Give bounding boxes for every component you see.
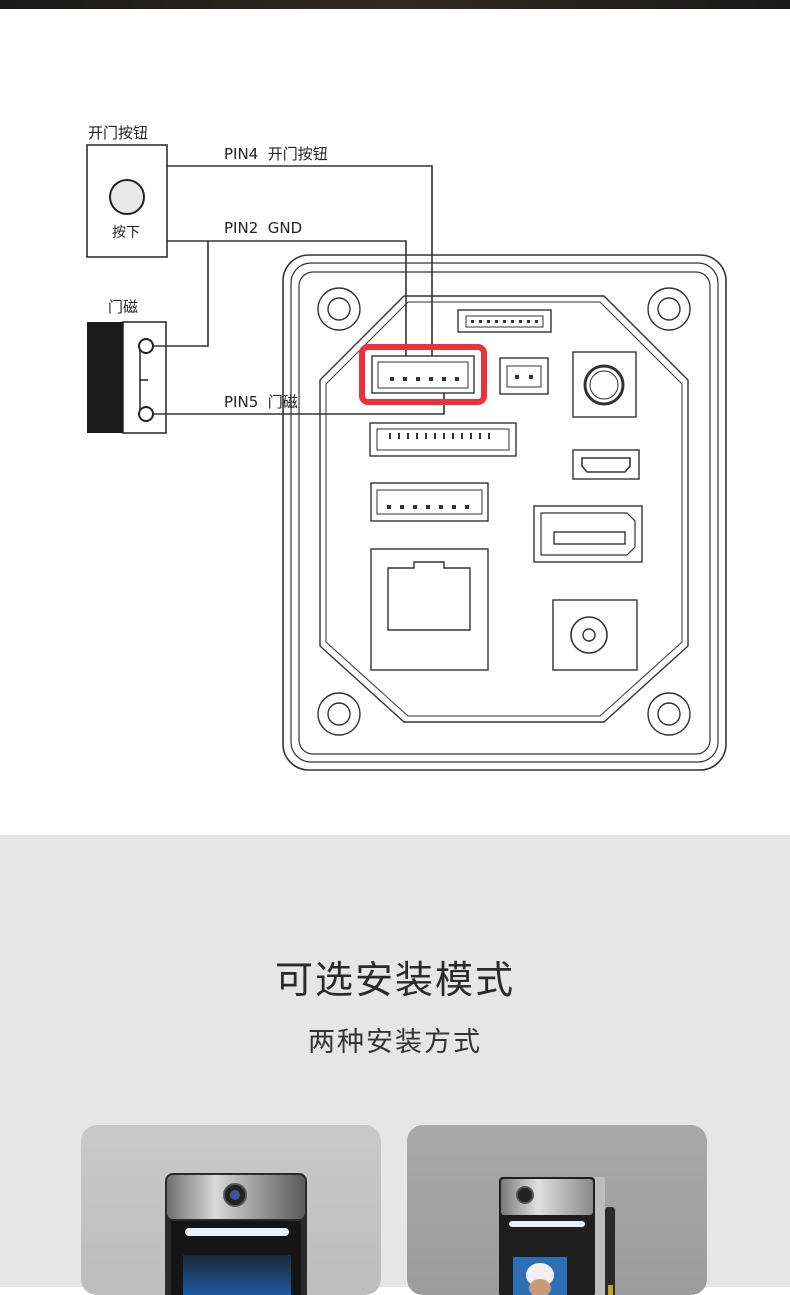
section-title: 可选安装模式 xyxy=(274,958,515,1002)
install-mode-section: 可选安装模式 两种安装方式 xyxy=(0,835,790,1295)
door-sensor-magnet xyxy=(87,322,123,433)
screw-holes xyxy=(317,287,691,736)
hdmi-port-icon xyxy=(572,449,640,480)
wall-mounted-terminal-image xyxy=(165,1173,307,1295)
seven-pin-connector xyxy=(370,482,489,522)
device-back-panel xyxy=(282,254,727,771)
button-press-label: 按下 xyxy=(112,225,140,241)
two-pin-connector xyxy=(499,357,549,395)
round-button-socket xyxy=(572,351,637,418)
top-pin-header xyxy=(457,309,552,333)
sensor-terminal-bottom xyxy=(138,406,154,422)
button-box-title: 开门按钮 xyxy=(88,124,148,142)
section-subtitle: 两种安装方式 xyxy=(308,1027,482,1058)
install-card-wall-mounted xyxy=(81,1125,381,1295)
wire-pin2-label: PIN2 GND xyxy=(224,219,302,237)
six-pin-connector xyxy=(371,355,475,394)
top-decor-bar xyxy=(0,0,790,9)
push-button-icon xyxy=(109,179,145,215)
install-card-turnstile-mounted xyxy=(407,1125,707,1295)
turnstile-mounted-terminal-image xyxy=(499,1177,615,1295)
highlighted-connector-frame xyxy=(359,344,487,405)
wiring-diagram: 开门按钮 按下 门磁 PIN4 开门按钮 PIN2 GND PIN5 门磁 xyxy=(86,124,727,771)
ethernet-port-icon xyxy=(370,548,489,671)
door-sensor-title: 门磁 xyxy=(108,298,138,316)
usb-port-icon xyxy=(533,505,643,563)
sensor-terminal-top xyxy=(138,338,154,354)
long-fpc-connector xyxy=(369,422,517,457)
wire-pin4-label: PIN4 开门按钮 xyxy=(224,145,328,163)
dc-power-jack-icon xyxy=(552,599,638,671)
wire-pin5-label: PIN5 门磁 xyxy=(224,393,298,411)
